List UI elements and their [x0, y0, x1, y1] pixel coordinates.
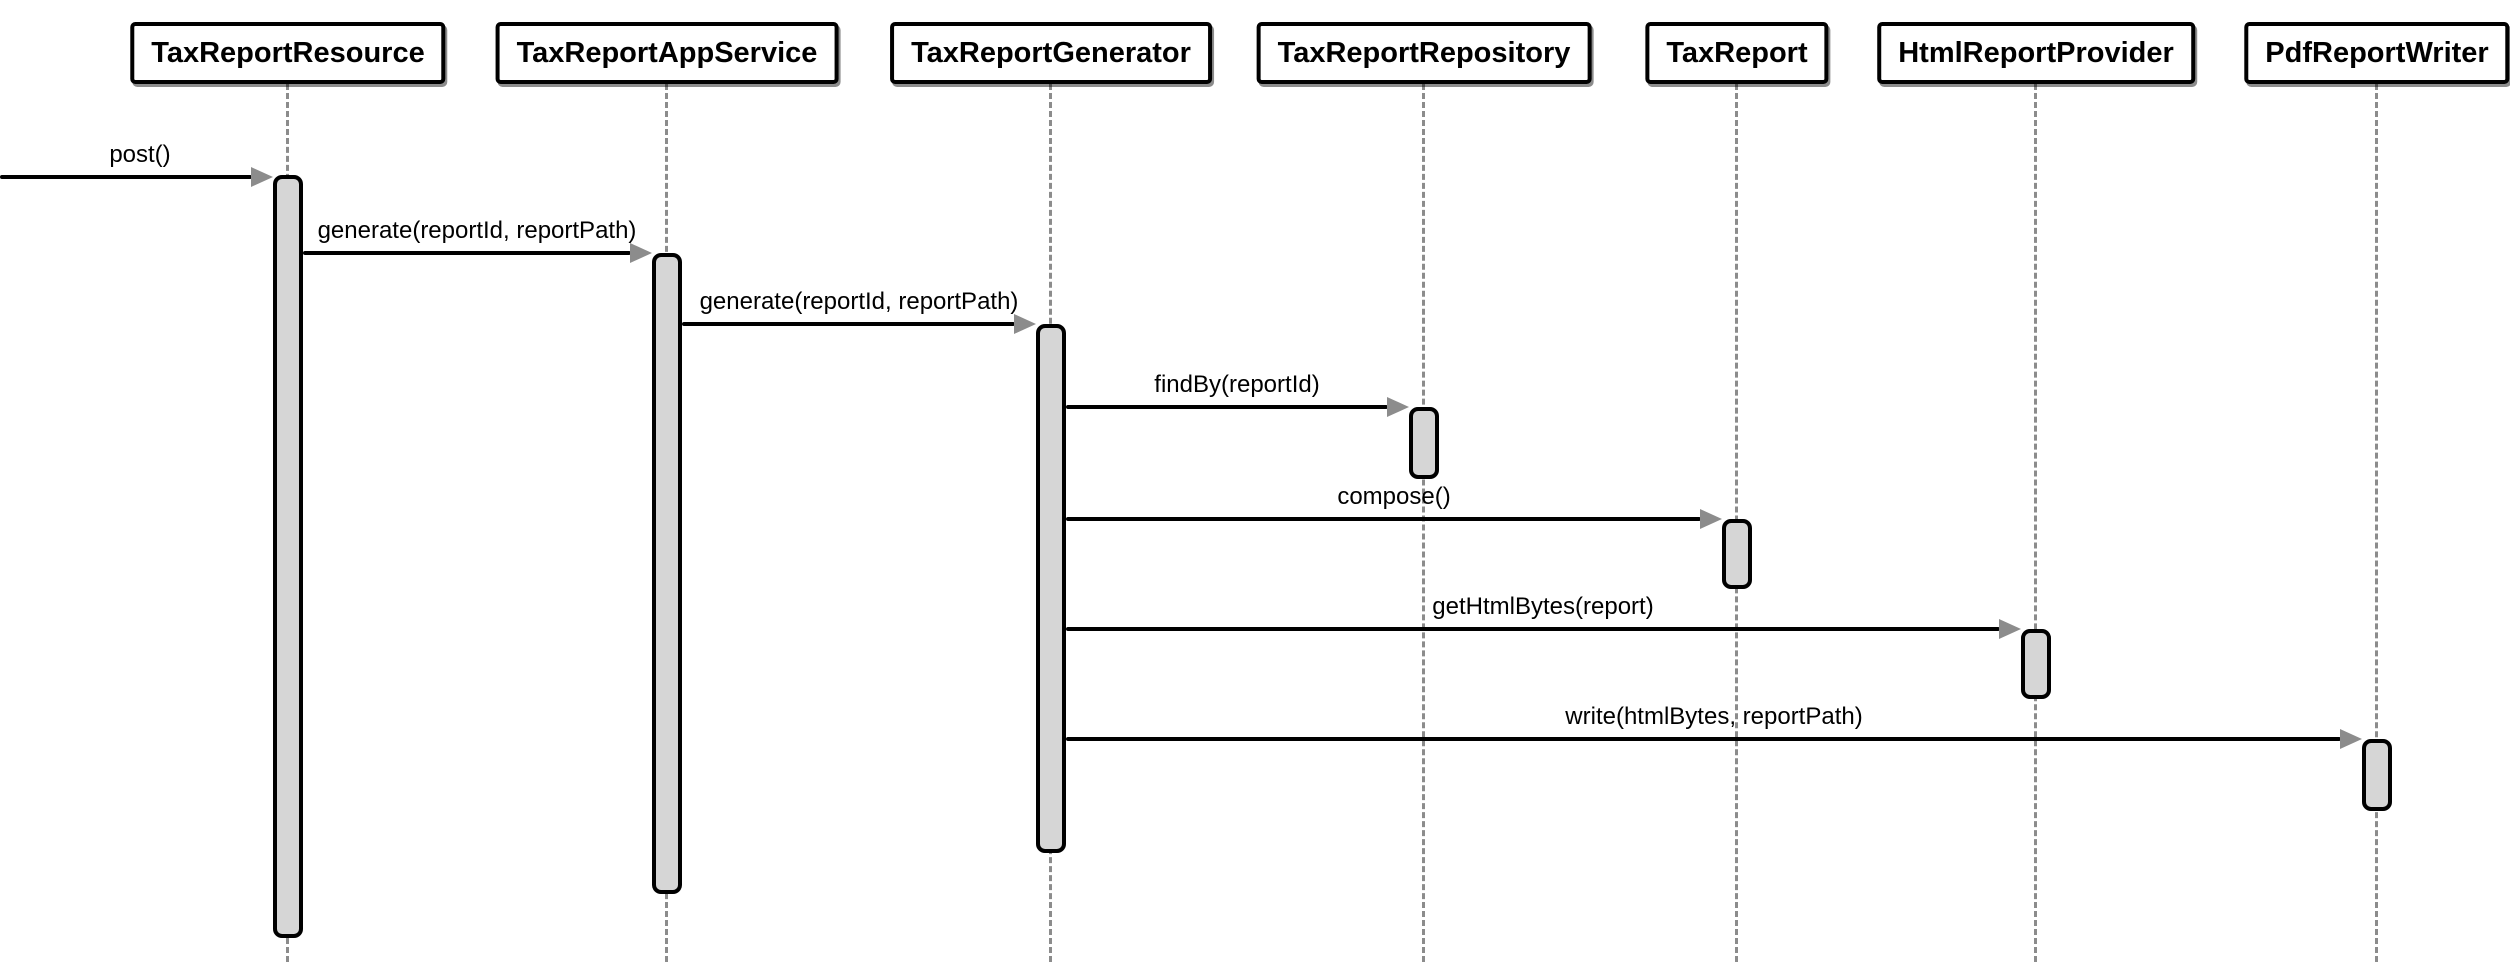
message-compose-label: compose() [1337, 483, 1451, 510]
message-post-arrowhead-icon [251, 167, 273, 187]
message-post-label: post() [109, 141, 171, 168]
message-generate-1-arrowhead-icon [630, 243, 652, 263]
message-findby-label: findBy(reportId) [1154, 371, 1320, 398]
participant-taxreportappservice: TaxReportAppService [495, 22, 839, 84]
participant-taxreportrepository: TaxReportRepository [1256, 22, 1592, 84]
lifeline-taxreportrepository [1422, 84, 1425, 962]
message-generate-1-label: generate(reportId, reportPath) [317, 217, 637, 244]
message-generate-2-label: generate(reportId, reportPath) [699, 288, 1019, 315]
activation-taxreport [1722, 519, 1752, 589]
message-write-label: write(htmlBytes, reportPath) [1565, 703, 1863, 730]
message-generate-2-line [682, 322, 1015, 326]
message-gethtmlbytes-arrowhead-icon [1999, 619, 2021, 639]
lifeline-htmlreportprovider [2034, 84, 2037, 962]
message-gethtmlbytes-line [1066, 627, 2000, 631]
participant-pdfreportwriter: PdfReportWriter [2244, 22, 2510, 84]
message-write-arrowhead-icon [2340, 729, 2362, 749]
participant-htmlreportprovider: HtmlReportProvider [1877, 22, 2195, 84]
activation-htmlreportprovider [2021, 629, 2051, 699]
activation-taxreportappservice [652, 253, 682, 894]
message-compose-arrowhead-icon [1700, 509, 1722, 529]
participant-taxreportgenerator: TaxReportGenerator [890, 22, 1212, 84]
activation-taxreportgenerator [1036, 324, 1066, 853]
message-post-line [0, 175, 252, 179]
participant-taxreportresource: TaxReportResource [130, 22, 446, 84]
activation-taxreportrepository [1409, 407, 1439, 479]
message-generate-1-line [303, 251, 631, 255]
participant-taxreport: TaxReport [1645, 22, 1829, 84]
message-gethtmlbytes-label: getHtmlBytes(report) [1432, 593, 1654, 620]
message-compose-line [1066, 517, 1701, 521]
lifeline-pdfreportwriter [2375, 84, 2378, 962]
activation-pdfreportwriter [2362, 739, 2392, 811]
message-findby-arrowhead-icon [1387, 397, 1409, 417]
activation-taxreportresource [273, 175, 303, 938]
message-generate-2-arrowhead-icon [1014, 314, 1036, 334]
message-write-line [1066, 737, 2341, 741]
message-findby-line [1066, 405, 1388, 409]
